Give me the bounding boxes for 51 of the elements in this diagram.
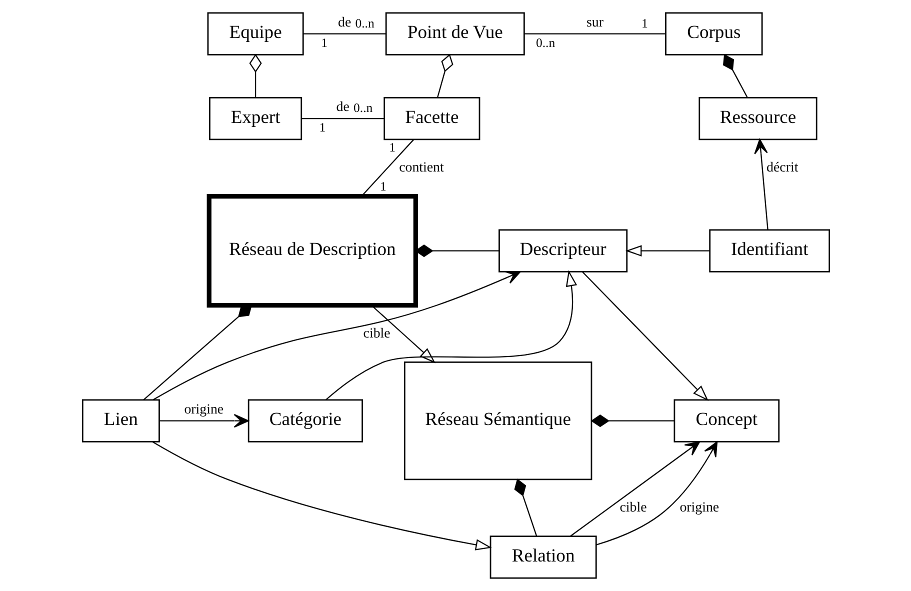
label: 1: [388, 140, 396, 155]
arrow: [152, 441, 492, 550]
label: 0..n: [354, 16, 374, 30]
arrow: [624, 245, 710, 257]
label: 1: [640, 16, 648, 30]
label: 1: [318, 120, 326, 135]
edge-label: origine: [184, 402, 224, 418]
node-box: Concept: [673, 399, 780, 442]
arrow: [754, 138, 768, 230]
arrow: [152, 271, 520, 400]
label: 1: [380, 179, 386, 194]
node-box: Lien: [81, 399, 160, 442]
connector: [360, 139, 414, 196]
edge-label: décrit: [766, 160, 798, 176]
arrow: [570, 441, 700, 537]
node-box: Identifiant: [708, 229, 830, 272]
edge-label: de: [338, 15, 351, 30]
node-box: Point de Vue: [384, 12, 524, 56]
node-box: Equipe: [206, 12, 304, 56]
arrow: [582, 271, 708, 402]
node-box: Corpus: [664, 12, 762, 56]
connector: [722, 54, 748, 98]
edge-label: cible: [362, 326, 390, 342]
node-box: Réseau de Description: [206, 194, 418, 308]
connector: [524, 33, 666, 34]
arrow: [370, 305, 436, 364]
label: 1: [320, 36, 328, 50]
connector: [590, 414, 674, 428]
connector: [514, 478, 537, 536]
node-box: Réseau Sémantique: [403, 362, 592, 480]
arrow: [325, 270, 577, 400]
label: 0..n: [353, 100, 372, 115]
edge-label: sur: [586, 15, 603, 30]
connector: [302, 33, 386, 34]
node-box: Ressource: [698, 96, 817, 140]
label: 0..n: [535, 36, 555, 50]
arrow: [159, 414, 248, 428]
node-box: Relation: [489, 536, 596, 579]
connector: [142, 304, 252, 400]
connector: [248, 54, 262, 98]
connector: [300, 118, 384, 120]
node-box: Expert: [208, 96, 302, 140]
arrow: [596, 441, 718, 546]
edge-label: de: [336, 100, 349, 116]
node-box: Catégorie: [247, 399, 362, 442]
connector: [436, 54, 453, 98]
node-box: Descripteur: [498, 229, 628, 272]
edge-label: contient: [398, 160, 444, 176]
node-box: Facette: [383, 96, 480, 140]
edge-label: origine: [679, 500, 719, 516]
edge-label: cible: [619, 500, 646, 516]
